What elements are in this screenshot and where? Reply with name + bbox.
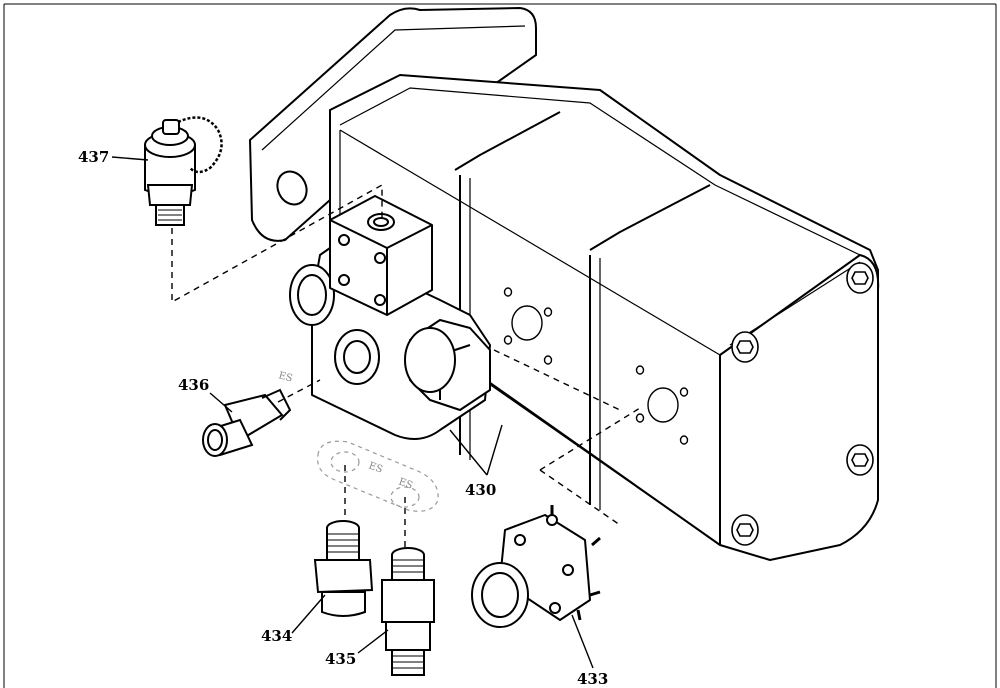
fitting-434 xyxy=(313,520,374,617)
faint-mark-1: ES xyxy=(277,370,294,384)
faint-mark-3: ES xyxy=(397,476,414,491)
flange-fitting-433 xyxy=(471,505,601,628)
faint-mark-2: ES xyxy=(367,460,384,475)
label-433: 433 xyxy=(577,670,608,688)
frame xyxy=(3,3,997,688)
valve-block xyxy=(289,195,491,440)
gauge-coupling-437 xyxy=(144,116,223,226)
leader-lines xyxy=(111,156,594,669)
assembly-lines xyxy=(171,183,641,550)
label-430: 430 xyxy=(465,481,496,499)
gear-pump-body xyxy=(249,7,880,561)
label-434: 434 xyxy=(261,627,292,645)
pump-ports xyxy=(503,287,689,445)
label-437: 437 xyxy=(78,148,109,166)
end-cap-screws xyxy=(731,262,874,546)
fitting-436 xyxy=(202,388,292,457)
fitting-435 xyxy=(381,547,435,676)
label-435: 435 xyxy=(325,650,356,668)
label-436: 436 xyxy=(178,376,209,394)
o-ring-outlines xyxy=(317,440,439,512)
